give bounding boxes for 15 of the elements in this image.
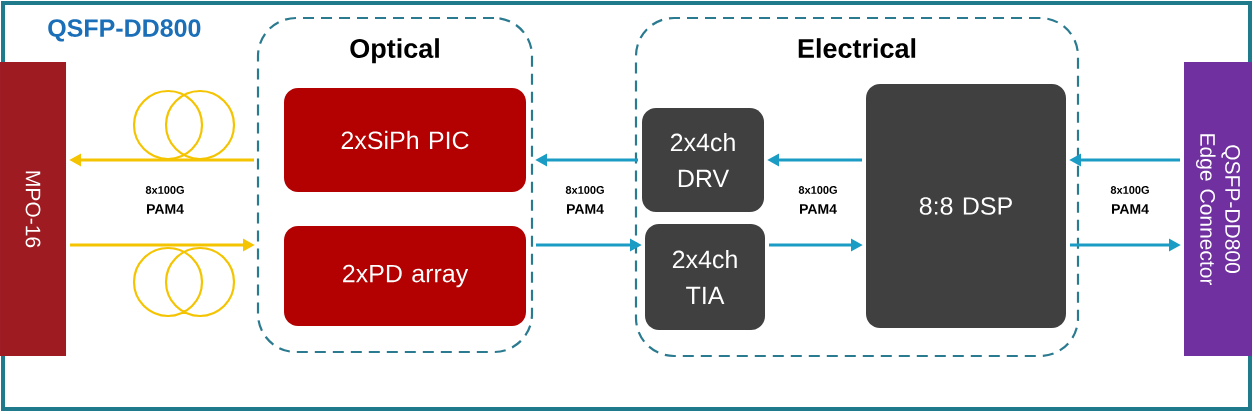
process-box: 2xSiPh PIC	[284, 88, 526, 192]
process-box: 2xPD array	[284, 226, 526, 326]
connector-block: QSFP-DD800 Edge Connector	[1184, 62, 1252, 356]
rate-label: 8x100G	[798, 186, 837, 194]
modulation-label: PAM4	[567, 204, 604, 214]
rate-label: 8x100G	[145, 186, 184, 194]
rate-label: 8x100G	[565, 186, 604, 194]
process-box: 2x4ch TIA	[645, 224, 765, 330]
modulation-label: PAM4	[1112, 204, 1149, 214]
connector-block: MPO-16	[0, 62, 66, 356]
modulation-label: PAM4	[800, 204, 837, 214]
rate-label: 8x100G	[1110, 186, 1149, 194]
process-box: 2x4ch DRV	[642, 108, 764, 212]
modulation-label: PAM4	[147, 204, 184, 214]
process-box: 8:8 DSP	[866, 84, 1066, 328]
